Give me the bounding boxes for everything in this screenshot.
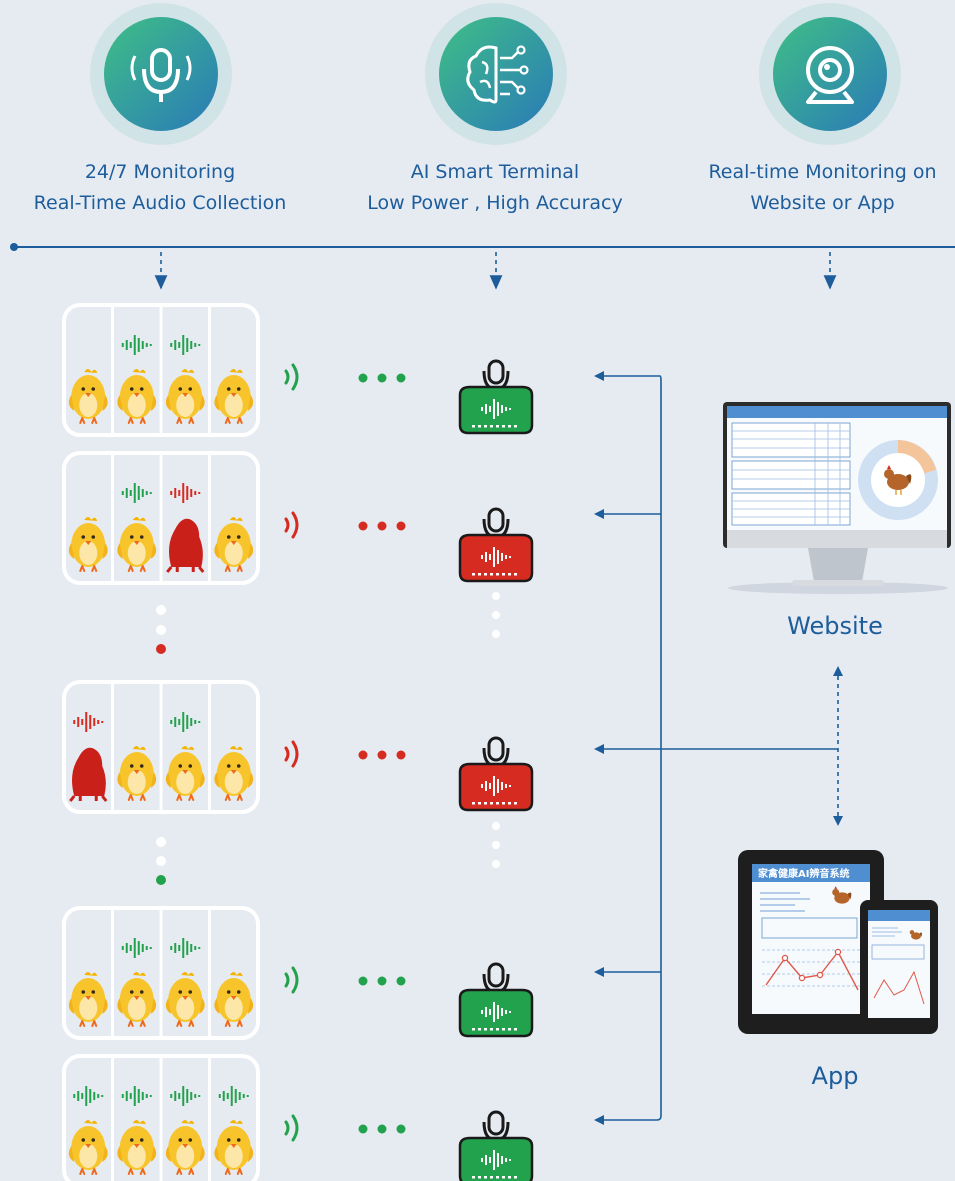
chicken-pen xyxy=(62,451,260,585)
chick-icon xyxy=(116,971,158,1027)
feature-line-1: AI Smart Terminal xyxy=(410,161,580,183)
feature-line-1: Real-time Monitoring on xyxy=(708,161,937,183)
ellipsis-dots-left-2 xyxy=(156,837,166,885)
chick-icon xyxy=(116,516,158,572)
app-label: App xyxy=(811,1062,859,1090)
signal-icon xyxy=(284,966,299,994)
chicken-pen xyxy=(62,906,260,1040)
signal-icon xyxy=(284,363,299,391)
chick-icon xyxy=(164,745,206,801)
sick-chick-icon xyxy=(165,517,205,574)
sound-wave-icon xyxy=(121,335,152,355)
transmission-dots xyxy=(358,373,406,383)
feature-line-2: Website or App xyxy=(750,192,895,214)
hen-icon xyxy=(832,886,852,904)
chick-icon xyxy=(164,368,206,424)
ellipsis-dots-mid-2 xyxy=(492,822,500,868)
sound-wave-icon xyxy=(121,483,152,503)
signal-icon xyxy=(284,1114,299,1142)
sound-wave-icon xyxy=(170,938,201,958)
sound-wave-icon xyxy=(218,1086,249,1106)
ai-terminal-icon xyxy=(458,736,534,812)
hen-icon xyxy=(884,465,912,495)
connector-lines xyxy=(596,375,838,1121)
chick-icon xyxy=(213,971,255,1027)
sound-wave-icon xyxy=(170,335,201,355)
chick-icon xyxy=(67,368,109,424)
phone-device xyxy=(860,900,938,1034)
sound-wave-icon xyxy=(170,712,201,732)
chicken-pen xyxy=(62,303,260,437)
chick-icon xyxy=(67,516,109,572)
ai-terminal-icon xyxy=(458,507,534,583)
sound-wave-icon xyxy=(170,483,201,503)
website-monitor xyxy=(723,402,951,594)
chicken-pen xyxy=(62,1054,260,1181)
tablet-device: 家禽健康AI辨音系统 xyxy=(738,850,884,1034)
signal-icon xyxy=(284,511,299,539)
sound-wave-icon xyxy=(73,1086,104,1106)
chick-icon xyxy=(213,368,255,424)
feature-line-1: 24/7 Monitoring xyxy=(84,161,236,183)
chicken-pen xyxy=(62,680,260,814)
app-screen-title: 家禽健康AI辨音系统 xyxy=(758,867,849,880)
chick-icon xyxy=(164,971,206,1027)
chick-icon xyxy=(213,516,255,572)
chick-icon xyxy=(67,1119,109,1175)
feature-line-2: Low Power , High Accuracy xyxy=(367,192,623,214)
hen-icon xyxy=(909,930,922,940)
feature-label-monitoring: 24/7 Monitoring Real-Time Audio Collecti… xyxy=(5,157,315,219)
transmission-dots xyxy=(358,521,406,531)
feature-label-realtime: Real-time Monitoring on Website or App xyxy=(690,157,955,219)
sound-wave-icon xyxy=(121,1086,152,1106)
sound-wave-icon xyxy=(170,1086,201,1106)
chick-icon xyxy=(67,971,109,1027)
sick-chick-icon xyxy=(68,746,108,803)
chick-icon xyxy=(116,368,158,424)
transmission-dots xyxy=(358,1124,406,1134)
sound-wave-icon xyxy=(121,938,152,958)
chick-icon xyxy=(116,745,158,801)
ai-brain-icon xyxy=(425,3,567,145)
website-label: Website xyxy=(787,612,883,640)
chick-icon xyxy=(164,1119,206,1175)
ellipsis-dots-mid-1 xyxy=(492,592,500,638)
feature-line-2: Real-Time Audio Collection xyxy=(33,192,287,214)
transmission-dots xyxy=(358,976,406,986)
feature-label-terminal: AI Smart Terminal Low Power , High Accur… xyxy=(340,157,650,219)
ai-terminal-icon xyxy=(458,962,534,1038)
sound-wave-icon xyxy=(73,712,104,732)
ellipsis-dots-left-1 xyxy=(156,605,166,654)
chick-icon xyxy=(116,1119,158,1175)
signal-icon xyxy=(284,740,299,768)
transmission-dots xyxy=(358,750,406,760)
ai-terminal-icon xyxy=(458,1110,534,1181)
webcam-icon xyxy=(759,3,901,145)
chick-icon xyxy=(213,1119,255,1175)
microphone-icon xyxy=(90,3,232,145)
ai-terminal-icon xyxy=(458,359,534,435)
chick-icon xyxy=(213,745,255,801)
